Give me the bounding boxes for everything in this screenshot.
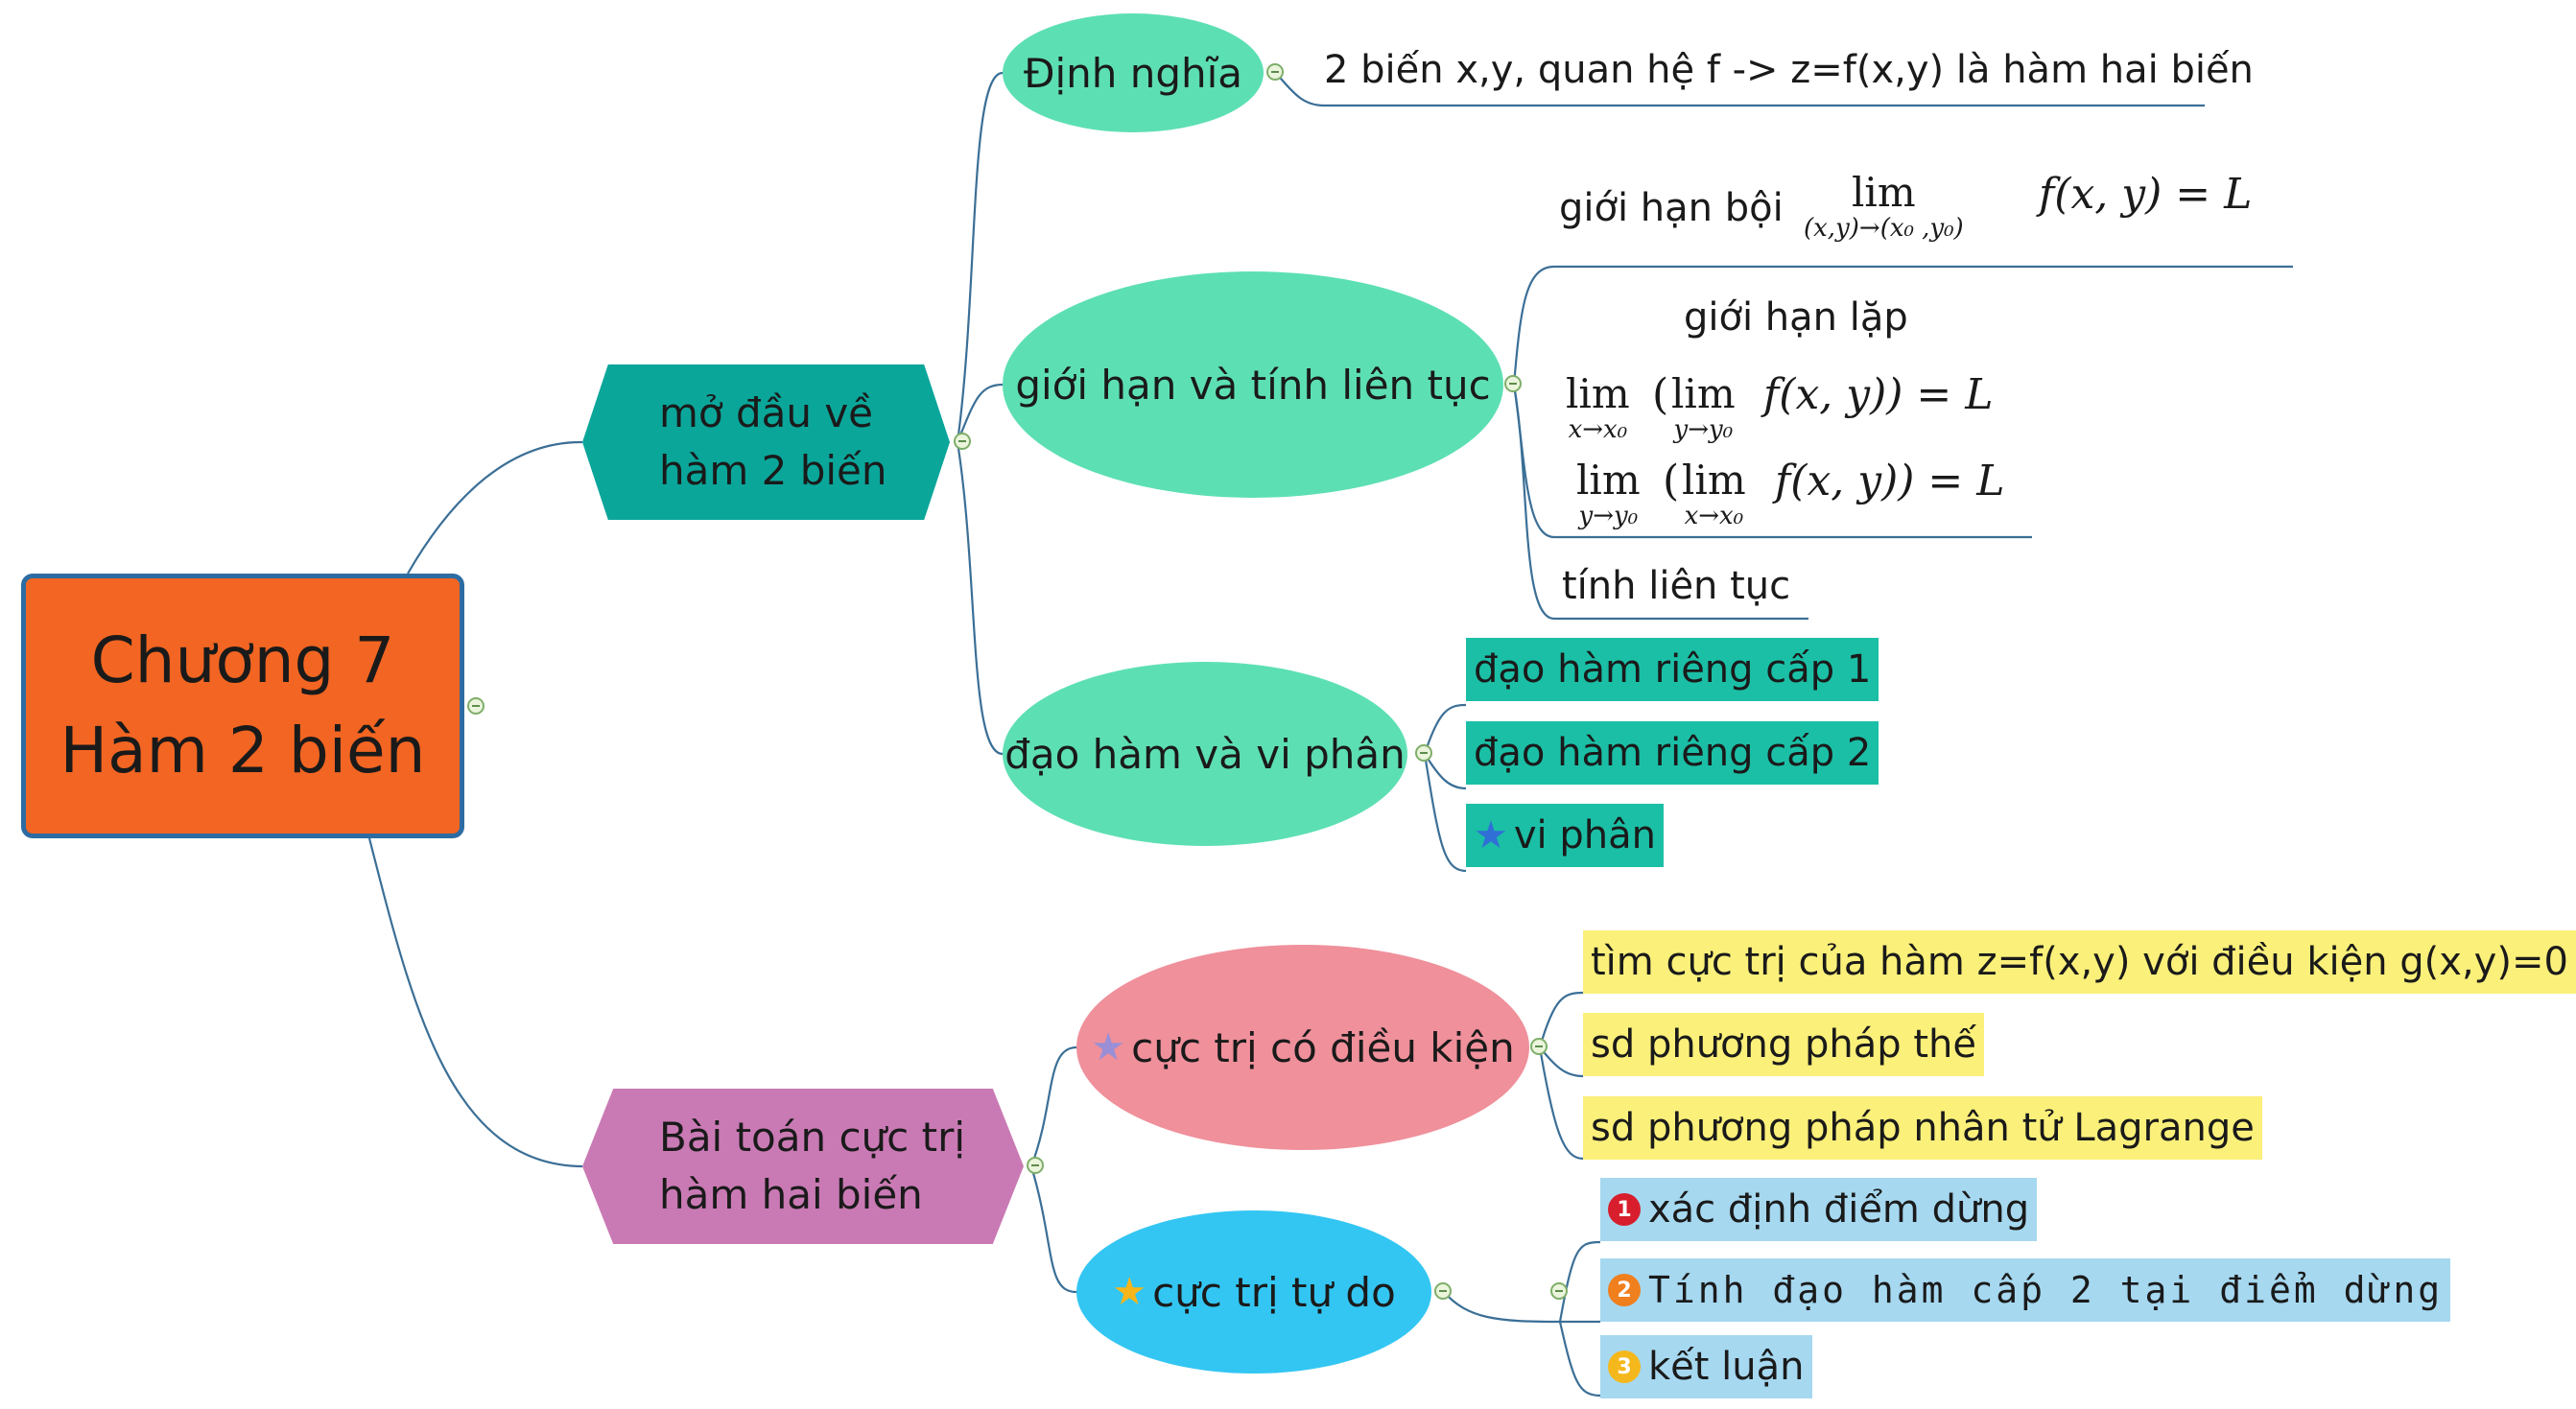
leaf-vi-phan[interactable]: ★ vi phân	[1466, 804, 1664, 867]
formula-iter2-outer: lim y→y₀	[1576, 457, 1641, 530]
subtopic-dao-ham-label: đạo hàm và vi phân	[1004, 730, 1406, 778]
link-dk-1	[1538, 991, 1584, 1048]
link-gh-lt	[1512, 384, 1808, 621]
leaf-dao-ham-1-label: đạo hàm riêng cấp 1	[1474, 647, 1872, 692]
leaf-td-3-label: kết luận	[1648, 1345, 1805, 1389]
leaf-gioi-han-boi[interactable]: giới hạn bội	[1559, 186, 1784, 230]
priority-1-icon: 1	[1608, 1193, 1641, 1226]
leaf-td-xac-dinh-diem-dung[interactable]: 1 xác định điểm dừng	[1600, 1178, 2038, 1241]
leaf-td-1-label: xác định điểm dừng	[1648, 1187, 2030, 1232]
subtopic-cuc-tri-tu-do[interactable]: ★ cực trị tự do	[1076, 1210, 1431, 1374]
subtopic-gioi-han-label: giới hạn và tính liên tục	[1015, 361, 1491, 409]
topic2-line1: Bài toán cực trị	[659, 1114, 965, 1161]
subtopic-dinh-nghia[interactable]: Định nghĩa	[1003, 13, 1264, 132]
lim-word: lim	[1852, 169, 1916, 216]
lim-word: lim	[1576, 457, 1641, 504]
leaf-dk-3-label: sd phương pháp nhân tử Lagrange	[1591, 1106, 2255, 1150]
subtopic-dao-ham[interactable]: đạo hàm và vi phân	[1003, 662, 1407, 846]
formula-iter1-outer: lim x→x₀	[1566, 370, 1630, 444]
lim-subscript: (x,y)→(x₀ ,y₀)	[1804, 214, 1964, 243]
root-title-line2: Hàm 2 biến	[59, 714, 426, 787]
leaf-vi-phan-label: vi phân	[1513, 813, 1656, 857]
lim-subscript: y→y₀	[1578, 502, 1639, 530]
lim-word: lim	[1566, 370, 1630, 417]
leaf-td-tinh-dao-ham[interactable]: 2 Tính đạo hàm cấp 2 tại điểm dừng	[1600, 1258, 2451, 1322]
formula-multi-limit-rest: f(x, y) = L	[2039, 170, 2253, 219]
leaf-dao-ham-2-label: đạo hàm riêng cấp 2	[1474, 731, 1872, 775]
link-dk-3	[1538, 1046, 1584, 1161]
collapse-gioi-han-icon[interactable]	[1504, 375, 1522, 392]
link-root-topic2	[367, 837, 583, 1168]
topic1-line1: mở đầu về	[659, 389, 874, 436]
formula-iter1-rest: f(x, y)) = L	[1763, 370, 1994, 419]
link-td-main	[1443, 1291, 1561, 1324]
collapse-topic2-icon[interactable]	[1027, 1157, 1044, 1174]
link-td-3	[1558, 1321, 1601, 1397]
root-node-chuong-7[interactable]: Chương 7 Hàm 2 biến	[21, 574, 464, 838]
topic-bai-toan-cuc-tri[interactable]: Bài toán cực trị hàm hai biến	[582, 1089, 1024, 1244]
leaf-dk-phuong-phap-the[interactable]: sd phương pháp thế	[1583, 1013, 1984, 1076]
link-dh-1	[1423, 703, 1467, 755]
lim-word: lim	[1671, 370, 1736, 417]
link-root-topic1	[407, 440, 583, 575]
collapse-topic1-icon[interactable]	[954, 433, 971, 450]
subtopic-cuc-tri-co-dieu-kien[interactable]: ★ cực trị có điều kiện	[1076, 945, 1529, 1150]
star-icon: ★	[1112, 1270, 1147, 1314]
link-dh-3	[1423, 753, 1467, 873]
leaf-gioi-han-lap[interactable]: giới hạn lặp	[1684, 295, 1908, 340]
formula-iter2-paren: (	[1663, 457, 1680, 505]
formula-iter2-rest: f(x, y)) = L	[1775, 457, 2005, 505]
link-gh-boi	[1512, 265, 2293, 386]
formula-multi-limit: lim (x,y)→(x₀ ,y₀)	[1804, 169, 1964, 243]
topic2-line2: hàm hai biến	[659, 1171, 923, 1218]
link-topic1-dinhnghia	[956, 71, 1004, 443]
leaf-dk-2-label: sd phương pháp thế	[1591, 1022, 1976, 1067]
star-icon: ★	[1474, 813, 1508, 857]
link-dh-2	[1424, 753, 1467, 790]
subtopic-gioi-han[interactable]: giới hạn và tính liên tục	[1003, 271, 1503, 498]
link-dn-leaf	[1275, 72, 2205, 107]
leaf-dk-lagrange[interactable]: sd phương pháp nhân tử Lagrange	[1583, 1096, 2262, 1160]
leaf-td-ket-luan[interactable]: 3 kết luận	[1600, 1335, 1812, 1398]
link-td-1	[1558, 1240, 1601, 1323]
formula-iter1-paren: (	[1652, 370, 1669, 419]
topic-mo-dau[interactable]: mở đầu về hàm 2 biến	[582, 364, 950, 520]
link-topic2-dk	[1029, 1045, 1077, 1167]
leaf-tinh-lien-tuc[interactable]: tính liên tục	[1562, 564, 1791, 608]
lim-subscript: x→x₀	[1684, 502, 1744, 530]
topic1-line2: hàm 2 biến	[659, 447, 887, 494]
leaf-dao-ham-rieng-cap-2[interactable]: đạo hàm riêng cấp 2	[1466, 721, 1879, 785]
link-topic1-gioihan	[956, 383, 1004, 443]
root-title-line1: Chương 7	[90, 623, 395, 697]
collapse-dinh-nghia-icon[interactable]	[1266, 63, 1284, 81]
formula-iter1-inner: lim y→y₀	[1671, 370, 1736, 444]
collapse-cuc-tri-td-leaves-icon[interactable]	[1550, 1282, 1568, 1300]
subtopic-cuc-tri-td-label: cực trị tự do	[1152, 1268, 1396, 1316]
lim-subscript: x→x₀	[1568, 415, 1628, 444]
leaf-dao-ham-rieng-cap-1[interactable]: đạo hàm riêng cấp 1	[1466, 638, 1879, 701]
star-icon: ★	[1091, 1025, 1126, 1069]
leaf-dk-tim-cuc-tri[interactable]: tìm cực trị của hàm z=f(x,y) với điều ki…	[1583, 930, 2576, 994]
lim-word: lim	[1682, 457, 1746, 504]
priority-3-icon: 3	[1608, 1350, 1641, 1383]
leaf-dinh-nghia[interactable]: 2 biến x,y, quan hệ f -> z=f(x,y) là hàm…	[1324, 48, 2254, 92]
priority-2-icon: 2	[1608, 1274, 1641, 1306]
collapse-cuc-tri-td-icon[interactable]	[1434, 1282, 1452, 1300]
formula-iter2-inner: lim x→x₀	[1682, 457, 1746, 530]
leaf-dk-1-label: tìm cực trị của hàm z=f(x,y) với điều ki…	[1591, 940, 2568, 984]
leaf-td-2-label: Tính đạo hàm cấp 2 tại điểm dừng	[1648, 1269, 2444, 1311]
link-dk-2	[1539, 1046, 1584, 1078]
link-topic1-daoham	[956, 441, 1004, 756]
collapse-dao-ham-icon[interactable]	[1415, 744, 1432, 762]
lim-subscript: y→y₀	[1673, 415, 1734, 444]
subtopic-cuc-tri-dk-label: cực trị có điều kiện	[1131, 1023, 1515, 1071]
collapse-root-icon[interactable]	[467, 697, 484, 715]
link-topic2-td	[1029, 1165, 1077, 1294]
subtopic-dinh-nghia-label: Định nghĩa	[1023, 49, 1243, 97]
collapse-cuc-tri-dk-icon[interactable]	[1530, 1038, 1548, 1055]
